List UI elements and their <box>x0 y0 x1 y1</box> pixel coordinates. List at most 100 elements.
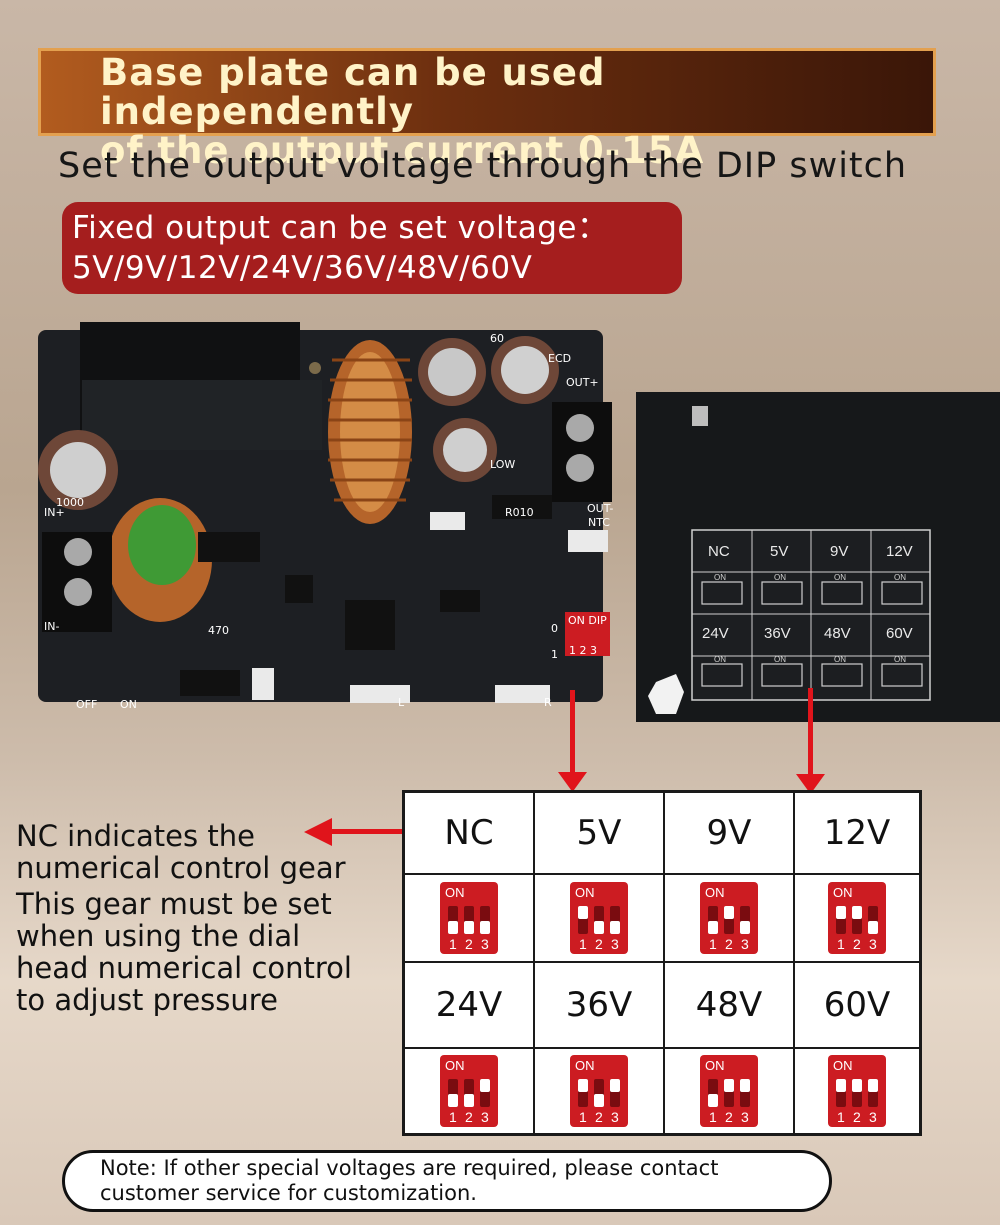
dip-toggle <box>610 906 620 934</box>
back-label-60v: 60V <box>886 625 913 642</box>
arrow-left-icon <box>304 818 332 846</box>
dip-toggle-knob <box>708 1094 718 1107</box>
dip-toggle-knob <box>868 921 878 934</box>
dip-voltage-label: 9V <box>706 813 752 853</box>
back-on-8: ON <box>894 655 906 664</box>
dip-toggle <box>724 1079 734 1107</box>
back-on-3: ON <box>834 573 846 582</box>
dip-toggle-knob <box>740 921 750 934</box>
dip-toggle-knob <box>724 1079 734 1092</box>
dip-voltage-label: 24V <box>435 985 503 1025</box>
dip-toggle-knob <box>594 921 604 934</box>
label-sixty: 60 <box>490 332 504 345</box>
label-out-plus: OUT+ <box>566 376 599 389</box>
dip-label-cell: 24V <box>404 962 534 1048</box>
nc-line-2: numerical control gear <box>16 851 346 885</box>
pcb-front-photo: IN+ IN- OUT+ OUT- NTC OFF ON L R R010 47… <box>38 322 613 711</box>
dip-toggle-knob <box>610 921 620 934</box>
dip-toggle <box>578 1079 588 1107</box>
dip-number: 1 <box>449 936 457 952</box>
back-label-24v: 24V <box>702 625 729 642</box>
dip-toggle-knob <box>852 1079 862 1092</box>
dip-voltage-label: NC <box>444 813 494 853</box>
note-box <box>62 1150 832 1212</box>
label-r: R <box>544 696 552 709</box>
subtitle: Set the output voltage through the DIP s… <box>58 146 908 186</box>
dip-toggle-knob <box>724 906 734 919</box>
dip-label-cell: 9V <box>664 792 794 874</box>
dip-voltage-label: 60V <box>823 985 891 1025</box>
dip-toggle-knob <box>464 921 474 934</box>
dip-voltage-label: 12V <box>823 813 891 853</box>
label-ntc: NTC <box>588 516 610 529</box>
dip-toggle <box>448 1079 458 1107</box>
arrow-line-left <box>570 690 575 776</box>
dip-toggle <box>464 1079 474 1107</box>
dip-toggle <box>836 906 846 934</box>
back-label-9v: 9V <box>830 543 848 560</box>
label-off: OFF <box>76 698 97 711</box>
label-out-minus: OUT- <box>587 502 613 515</box>
dip-number: 1 <box>579 1109 587 1125</box>
nc-line-6: to adjust pressure <box>16 983 278 1017</box>
dip-toggle-knob <box>448 1094 458 1107</box>
dip-toggle <box>868 906 878 934</box>
dip-number: 3 <box>741 936 749 952</box>
dip-toggle-knob <box>868 1079 878 1092</box>
dip-label-cell: 60V <box>794 962 920 1048</box>
back-label-nc: NC <box>708 543 730 560</box>
title-banner <box>38 48 936 136</box>
dip-toggle <box>868 1079 878 1107</box>
arrow-down-icon <box>796 774 825 794</box>
dip-label-cell: NC <box>404 792 534 874</box>
dip-toggle-knob <box>836 906 846 919</box>
dip-toggle-knob <box>464 1094 474 1107</box>
dip-toggle <box>480 906 490 934</box>
note-line-2: customer service for customization. <box>100 1181 477 1205</box>
dip-toggle <box>594 1079 604 1107</box>
dip-voltage-label: 5V <box>576 813 622 853</box>
dip-number: 1 <box>837 1109 845 1125</box>
dip-on-label: ON <box>575 1058 595 1073</box>
arrow-line-right <box>808 688 813 778</box>
dip-toggle-knob <box>578 906 588 919</box>
back-label-5v: 5V <box>770 543 788 560</box>
back-on-6: ON <box>774 655 786 664</box>
dip-toggle <box>464 906 474 934</box>
dip-toggle-knob <box>578 1079 588 1092</box>
dip-toggle <box>852 906 862 934</box>
dip-number: 1 <box>449 1109 457 1125</box>
back-on-1: ON <box>714 573 726 582</box>
label-low: LOW <box>490 458 515 471</box>
dip-on-label: ON <box>705 1058 725 1073</box>
dip-toggle-knob <box>480 1079 490 1092</box>
banner-title: Base plate can be used independently of … <box>100 53 920 170</box>
label-on-dip: ON DIP <box>568 614 607 627</box>
label-one: 1 <box>551 648 558 661</box>
note-text: Note: If other special voltages are requ… <box>100 1156 718 1206</box>
dip-toggle <box>852 1079 862 1107</box>
dip-toggle <box>724 906 734 934</box>
dip-toggle <box>740 906 750 934</box>
dip-on-label: ON <box>833 1058 853 1073</box>
dip-toggle-knob <box>594 1094 604 1107</box>
label-r010: R010 <box>505 506 534 519</box>
label-on: ON <box>120 698 137 711</box>
dip-toggle <box>610 1079 620 1107</box>
back-label-48v: 48V <box>824 625 851 642</box>
dip-toggle <box>578 906 588 934</box>
pcb-back-photo: NC 5V 9V 12V 24V 36V 48V 60V ON ON ON ON… <box>636 392 1000 722</box>
nc-explanation: NC indicates the numerical control gear … <box>16 820 352 1016</box>
dip-toggle-knob <box>836 1079 846 1092</box>
dip-toggle-knob <box>852 906 862 919</box>
dip-number: 3 <box>611 936 619 952</box>
fixed-line-1: Fixed output can be set voltage： <box>72 210 609 246</box>
dip-number: 1 <box>837 936 845 952</box>
dip-label-cell: 5V <box>534 792 664 874</box>
dip-switch <box>565 612 610 656</box>
